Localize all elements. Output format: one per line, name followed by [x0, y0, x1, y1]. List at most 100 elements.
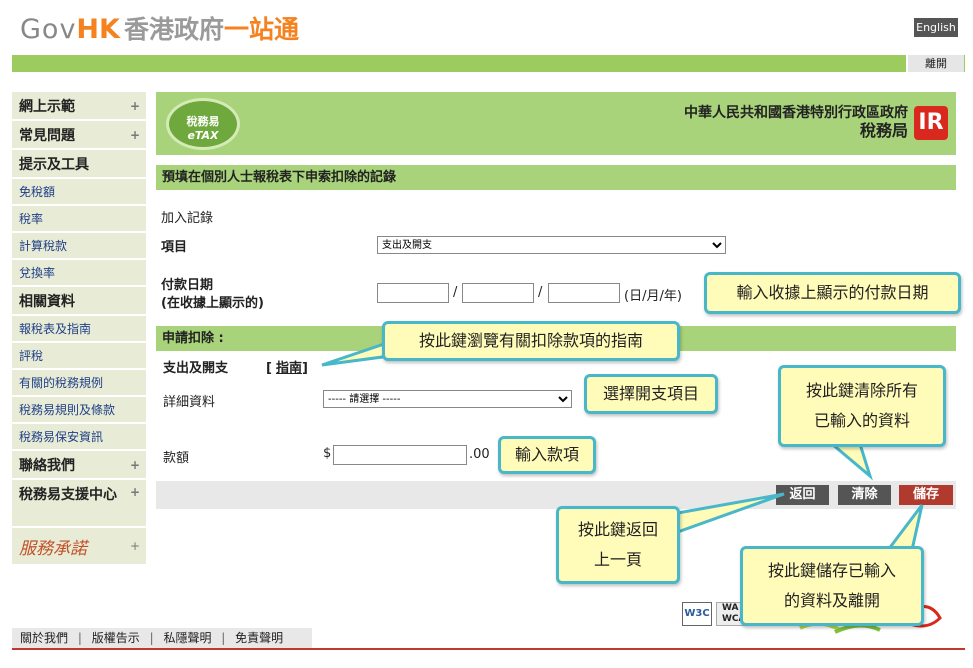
back-callout: 按此鍵返回 上一頁 — [556, 506, 680, 584]
footer-separator: | — [149, 631, 154, 645]
date-separator: / — [453, 285, 458, 300]
etax-logo-en: eTAX — [187, 129, 219, 142]
sidebar-item-tax-rates[interactable]: 稅率 — [12, 206, 146, 233]
sidebar-item-label: 常見問題 — [19, 127, 75, 144]
date-month-input[interactable] — [462, 283, 534, 303]
currency-symbol: $ — [323, 446, 332, 461]
sidebar-item-label: 稅務易支援中心 — [19, 487, 117, 503]
sidebar-item-allowances[interactable]: 免稅額 — [12, 179, 146, 206]
expand-icon: + — [129, 539, 140, 553]
sidebar-item-label: 提示及工具 — [19, 156, 89, 173]
footer-divider — [12, 648, 965, 650]
clear-callout-pointer — [827, 442, 873, 481]
govhk-logo[interactable]: Gov HK 香港政府 一站通 — [20, 10, 299, 45]
ird-banner: 稅務易 eTAX 中華人民共和國香港特別行政區政府 稅務局 IR — [156, 92, 956, 155]
logo-cn2-text: 一站通 — [223, 15, 299, 44]
clear-button[interactable]: 清除 — [838, 485, 891, 505]
sidebar-item-label: 稅務易規則及條款 — [19, 403, 116, 417]
top-green-bar — [12, 55, 965, 72]
sidebar-item-assessment[interactable]: 評稅 — [12, 343, 146, 370]
payment-date-sublabel: (在收據上顯示的) — [161, 296, 264, 311]
date-day-input[interactable] — [377, 283, 449, 303]
sidebar-item-label: 稅率 — [19, 212, 44, 226]
sidebar-item-tax-rules[interactable]: 有關的稅務規例 — [12, 370, 146, 397]
clear-callout-line: 按此鍵清除所有 — [805, 381, 918, 400]
guide-bracket-open: [ — [266, 361, 272, 376]
claim-type-label: 支出及開支 — [163, 361, 229, 376]
footer-link-privacy[interactable]: 私隱聲明 — [163, 631, 212, 645]
sidebar-item-label: 有關的稅務規例 — [19, 376, 104, 390]
guide-link[interactable]: 指南 — [275, 361, 302, 376]
sidebar-nav: 網上示範+ 常見問題+ 提示及工具 免稅額 稅率 計算稅款 兌換率 相關資料 報… — [12, 92, 146, 566]
date-year-input[interactable] — [548, 283, 620, 303]
sidebar-item-label: 相關資料 — [19, 293, 75, 310]
sidebar-item-exchange-rates[interactable]: 兌換率 — [12, 260, 146, 287]
sidebar-item-contact[interactable]: 聯絡我們 + — [12, 451, 146, 480]
footer-separator: | — [77, 631, 82, 645]
guide-callout: 按此鍵瀏覽有關扣除款項的指南 — [382, 321, 680, 361]
footer-separator: | — [221, 631, 226, 645]
footer-link-disclaimer[interactable]: 免責聲明 — [235, 631, 284, 645]
payment-date-label: 付款日期 — [161, 278, 214, 293]
amount-input[interactable] — [333, 445, 467, 465]
sidebar-item-label: 計算稅款 — [19, 239, 68, 253]
sidebar-item-returns-guides[interactable]: 報稅表及指南 — [12, 316, 146, 343]
sidebar-item-label: 聯絡我們 — [19, 457, 75, 474]
sidebar-item-tax-computation[interactable]: 計算稅款 — [12, 233, 146, 260]
back-callout-pointer — [670, 492, 785, 537]
sidebar-item-label: 報稅表及指南 — [19, 322, 92, 336]
sidebar-item-support-centre[interactable]: 稅務易支援中心 + — [12, 480, 146, 528]
government-name: 中華人民共和國香港特別行政區政府 — [684, 105, 908, 121]
item-label: 項目 — [161, 240, 188, 255]
sidebar-item-service-pledge[interactable]: 服務承諾 + — [12, 528, 146, 566]
sidebar-heading-related: 相關資料 — [12, 287, 146, 316]
amount-label: 款額 — [163, 451, 190, 466]
clear-callout: 按此鍵清除所有 已輸入的資料 — [778, 365, 946, 447]
sidebar-item-label: 服務承諾 — [19, 538, 87, 559]
expand-icon: + — [129, 127, 140, 142]
save-callout-line: 按此鍵儲存已輸入 — [767, 561, 896, 580]
amount-callout: 輸入款項 — [498, 436, 596, 474]
guide-callout-pointer — [321, 339, 392, 367]
date-callout: 輸入收據上顯示的付款日期 — [704, 272, 961, 314]
save-callout: 按此鍵儲存已輸入 的資料及離開 — [740, 546, 924, 626]
footer-links: 關於我們 | 版權告示 | 私隱聲明 | 免責聲明 — [12, 628, 312, 648]
department-name: 中華人民共和國香港特別行政區政府 稅務局 — [684, 104, 908, 140]
back-callout-line: 按此鍵返回 — [577, 520, 658, 539]
detail-select[interactable]: ----- 請選擇 ----- — [323, 390, 572, 408]
expand-icon: + — [129, 485, 140, 499]
date-separator: / — [538, 285, 543, 300]
save-callout-pointer — [884, 504, 924, 552]
sidebar-item-label: 網上示範 — [19, 98, 75, 115]
etax-logo-cn: 稅務易 — [186, 115, 220, 128]
sidebar-item-demo[interactable]: 網上示範+ — [12, 92, 146, 121]
sidebar-item-etax-terms[interactable]: 稅務易規則及條款 — [12, 397, 146, 424]
amount-cents: .00 — [469, 447, 490, 462]
department-title: 稅務局 — [859, 121, 908, 140]
back-callout-line: 上一頁 — [593, 550, 642, 569]
guide-bracket-close: ] — [301, 361, 308, 376]
sidebar-item-etax-security[interactable]: 稅務易保安資訊 — [12, 424, 146, 451]
add-record-label: 加入記錄 — [161, 211, 214, 226]
page-title: 預填在個別人士報稅表下申索扣除的記錄 — [156, 165, 956, 190]
expand-icon: + — [129, 457, 140, 472]
detail-callout: 選擇開支項目 — [584, 374, 718, 414]
leave-button[interactable]: 離開 — [906, 55, 964, 72]
sidebar-item-faq[interactable]: 常見問題 + — [12, 121, 146, 150]
english-button[interactable]: English — [914, 18, 958, 37]
item-select[interactable]: 支出及開支 — [377, 236, 726, 254]
sidebar-item-label: 稅務易保安資訊 — [19, 430, 104, 444]
logo-hk-text: HK — [76, 14, 120, 45]
back-button[interactable]: 返回 — [776, 485, 829, 505]
sidebar-heading-tools: 提示及工具 — [12, 150, 146, 179]
logo-cn-text: 香港政府 — [123, 15, 224, 44]
sidebar-item-label: 評稅 — [19, 349, 44, 363]
date-format-hint: (日/月/年) — [624, 289, 682, 304]
detail-label: 詳細資料 — [163, 395, 216, 410]
etax-logo[interactable]: 稅務易 eTAX — [166, 98, 240, 150]
save-button[interactable]: 儲存 — [899, 485, 953, 505]
footer-link-copyright[interactable]: 版權告示 — [91, 631, 140, 645]
footer-link-about[interactable]: 關於我們 — [20, 631, 69, 645]
guide-link-wrapper: [指南] — [266, 357, 308, 376]
w3c-badge[interactable]: W3C — [682, 602, 712, 626]
